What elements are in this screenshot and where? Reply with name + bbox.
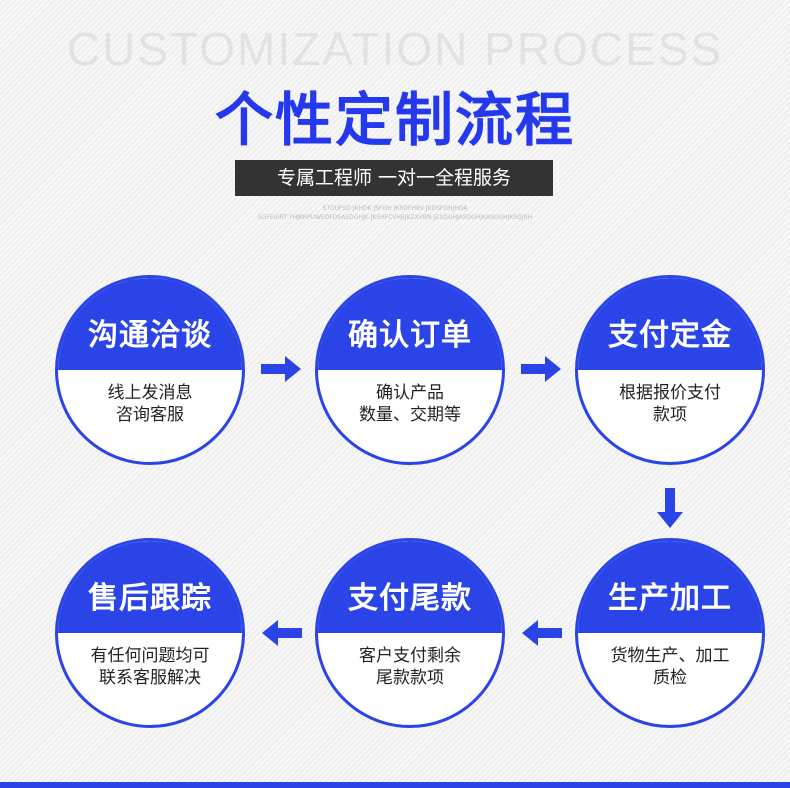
step-confirm-order: 确认订单 确认产品数量、交期等 (315, 275, 505, 465)
arrow-left-icon (262, 620, 302, 646)
step-communicate: 沟通洽谈 线上发消息咨询客服 (55, 275, 245, 465)
subtitle-banner: 专属工程师 一对一全程服务 (235, 160, 553, 196)
step-desc: 尾款款项 (376, 668, 444, 688)
step-desc: 货物生产、加工 (610, 646, 730, 666)
step-desc: 根据报价支付 (619, 383, 721, 403)
step-desc: 客户支付剩余 (359, 646, 461, 666)
step-desc: 款项 (653, 405, 687, 425)
step-title: 沟通洽谈 (58, 278, 242, 370)
page-title: 个性定制流程 (214, 86, 575, 154)
step-desc: 有任何问题均可 (90, 646, 210, 666)
step-title: 支付定金 (578, 278, 762, 370)
step-desc: 质检 (653, 668, 687, 688)
bottom-accent-line (0, 782, 790, 788)
step-desc: 线上发消息 (107, 383, 193, 403)
background-watermark-text: CUSTOMIZATION PROCESS (66, 23, 724, 75)
step-title: 支付尾款 (318, 541, 502, 633)
step-desc: 联系客服解决 (99, 668, 201, 688)
step-after-sales: 售后跟踪 有任何问题均可联系客服解决 (55, 538, 245, 728)
arrow-down-icon (657, 488, 683, 528)
step-production: 生产加工 货物生产、加工质检 (575, 538, 765, 728)
step-title: 生产加工 (578, 541, 762, 633)
arrow-right-icon (521, 356, 561, 382)
tiny-text-1: STGUFSD JKHDK JSFGH JKRDFH8V JKDSFGHJHDA (322, 205, 468, 212)
step-desc: 数量、交期等 (359, 405, 461, 425)
tiny-text-2: SGFEUIRT YHJKRPUWEDFDSASDGHJK JKSHFCVHEJ… (257, 214, 533, 221)
step-title: 售后跟踪 (58, 541, 242, 633)
step-title: 确认订单 (318, 278, 502, 370)
step-desc: 确认产品 (376, 383, 444, 403)
arrow-left-icon (522, 620, 562, 646)
step-deposit: 支付定金 根据报价支付款项 (575, 275, 765, 465)
step-final-payment: 支付尾款 客户支付剩余尾款款项 (315, 538, 505, 728)
arrow-right-icon (261, 356, 301, 382)
step-desc: 咨询客服 (116, 405, 184, 425)
